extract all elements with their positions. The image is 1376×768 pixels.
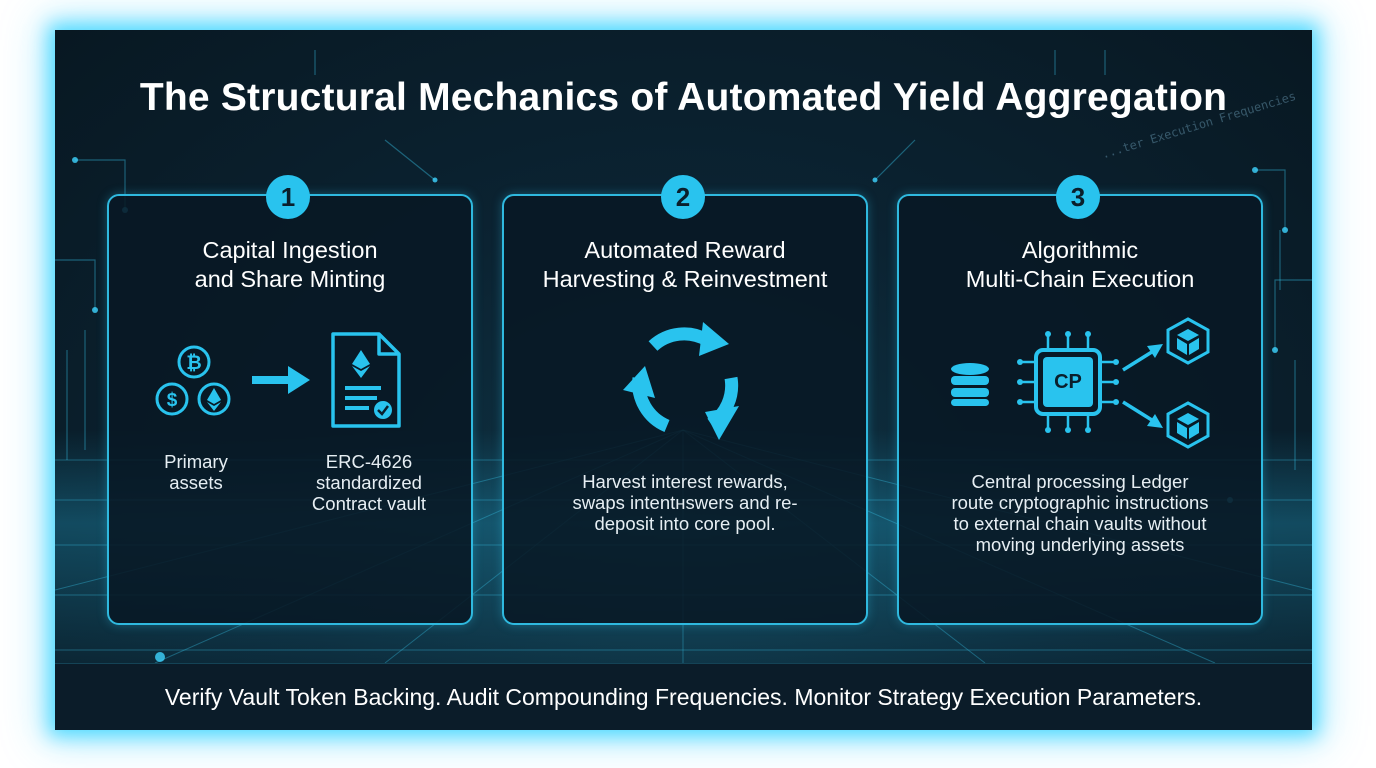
step-number-badge: 3 bbox=[1056, 175, 1100, 219]
step-card-reward-harvesting: Automated Reward Harvesting & Reinvestme… bbox=[502, 194, 868, 625]
card-title: Capital Ingestion and Share Minting bbox=[194, 237, 386, 292]
execution-description: Central processing Ledger route cryptogr… bbox=[951, 471, 1209, 555]
database-icon bbox=[951, 363, 989, 406]
chip-label: CP bbox=[1054, 371, 1082, 393]
primary-assets-label: Primary assets bbox=[164, 451, 228, 493]
footer-text: Verify Vault Token Backing. Audit Compou… bbox=[164, 684, 1203, 710]
blockchain-cube-icon bbox=[1166, 401, 1210, 449]
svg-text:$: $ bbox=[167, 390, 178, 411]
blockchain-cube-icon bbox=[1166, 317, 1210, 365]
refresh-cycle-icon bbox=[623, 322, 739, 440]
svg-text:₿: ₿ bbox=[186, 353, 201, 374]
footer-bar: Verify Vault Token Backing. Audit Compou… bbox=[55, 663, 1312, 730]
crypto-coins-icon: ₿ $ bbox=[155, 345, 231, 416]
step-card-capital-ingestion: Capital Ingestion and Share Minting ₿ $ bbox=[107, 194, 473, 625]
step-card-multichain-execution: Algorithmic Multi-Chain Execution bbox=[897, 194, 1263, 625]
processor-chip-icon bbox=[1017, 331, 1119, 433]
arrow-right-icon bbox=[252, 366, 310, 394]
step-number-badge: 1 bbox=[266, 175, 310, 219]
step-number-badge: 2 bbox=[661, 175, 705, 219]
contract-vault-label: ERC-4626 standardized Contract vault bbox=[311, 451, 427, 514]
harvest-description: Harvest interest rewards, swaps intentнs… bbox=[572, 471, 798, 534]
main-title: The Structural Mechanics of Automated Yi… bbox=[139, 76, 1228, 119]
infographic-frame: The Structural Mechanics of Automated Yi… bbox=[55, 30, 1312, 730]
contract-document-icon bbox=[331, 332, 401, 428]
branch-arrows-icon bbox=[1122, 344, 1163, 428]
card-title: Automated Reward Harvesting & Reinvestme… bbox=[542, 237, 828, 292]
card-title: Algorithmic Multi-Chain Execution bbox=[965, 237, 1195, 292]
